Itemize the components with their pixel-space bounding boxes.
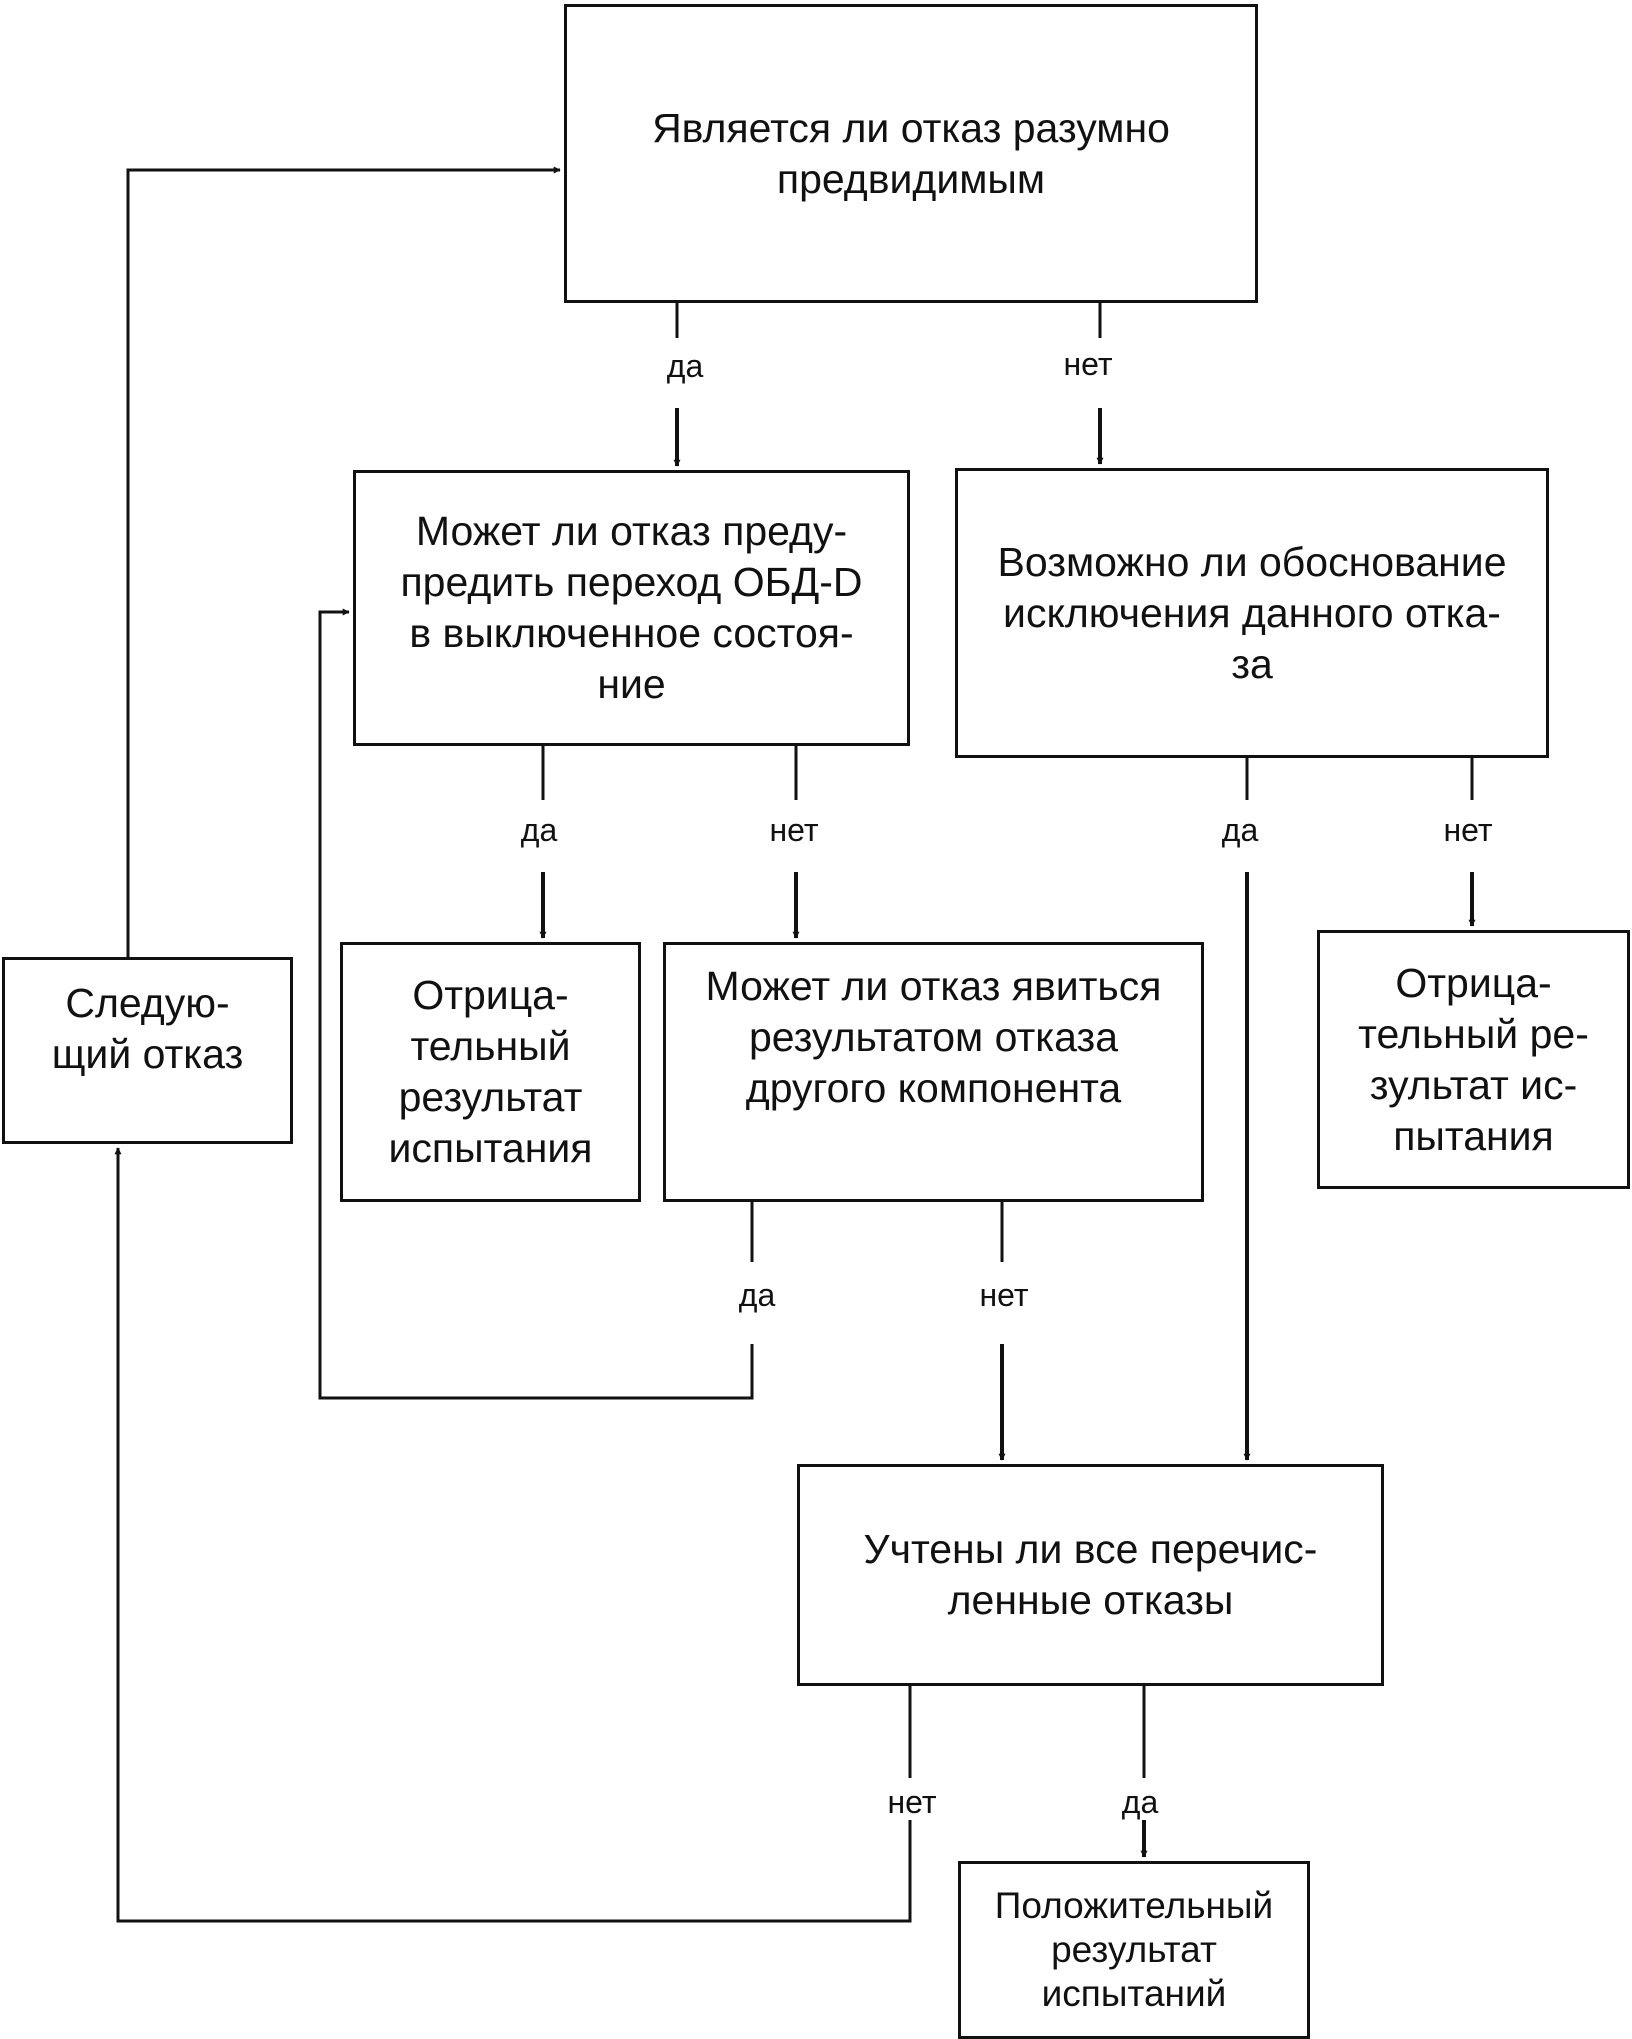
- line: Отрица-: [1395, 959, 1552, 1006]
- line: Является ли отказ разумно: [652, 104, 1170, 151]
- line: Отрица-: [412, 972, 569, 1018]
- box-text: Следую- щий отказ: [52, 978, 244, 1080]
- line: Возможно ли обоснование: [997, 538, 1507, 585]
- box-text: Учтены ли все перечис- ленные отказы: [864, 1524, 1318, 1626]
- label-q4-no: нет: [944, 1277, 1064, 1313]
- line: Учтены ли все перечис-: [863, 1526, 1318, 1572]
- line: предвидимым: [776, 155, 1046, 202]
- box-text: Положительный результат испытаний: [995, 1884, 1273, 2016]
- label-q1-no: нет: [1028, 346, 1148, 382]
- line: тельный: [410, 1023, 571, 1069]
- box-text: Отрица- тельный ре- зультат ис- пытания: [1358, 958, 1589, 1162]
- label-q2-no: нет: [734, 812, 854, 848]
- line: пытания: [1393, 1112, 1554, 1159]
- line: Может ли отказ явиться: [705, 963, 1162, 1009]
- label-q5-no: нет: [852, 1784, 972, 1820]
- line: тельный ре-: [1358, 1010, 1589, 1057]
- label-q3-yes: да: [1180, 812, 1300, 848]
- line: в выключенное состоя-: [409, 610, 854, 656]
- label-q4-yes: да: [697, 1277, 817, 1313]
- box-next-failure: Следую- щий отказ: [2, 957, 293, 1144]
- box-negative-result-2: Отрица- тельный ре- зультат ис- пытания: [1317, 930, 1630, 1189]
- line: исключения данного отка-: [1003, 589, 1501, 636]
- label-q3-no: нет: [1408, 812, 1528, 848]
- line: за: [1231, 640, 1273, 687]
- line: результат: [1051, 1929, 1217, 1970]
- line: испытаний: [1041, 1973, 1227, 2014]
- line: ние: [597, 661, 666, 707]
- line: ленные отказы: [947, 1577, 1234, 1623]
- line: результат: [398, 1074, 583, 1120]
- box-is-failure-foreseeable: Является ли отказ разумно предвидимым: [564, 4, 1258, 303]
- box-text: Может ли отказ преду- предить переход ОБ…: [400, 506, 862, 710]
- line: зультат ис-: [1369, 1061, 1578, 1108]
- line: щий отказ: [51, 1031, 244, 1077]
- box-text: Является ли отказ разумно предвидимым: [652, 103, 1170, 205]
- box-text: Может ли отказ явиться результатом отказ…: [706, 961, 1162, 1114]
- line: Следую-: [65, 980, 230, 1026]
- box-caused-by-other-component: Может ли отказ явиться результатом отказ…: [663, 942, 1204, 1202]
- line: испытания: [388, 1125, 593, 1171]
- label-q2-yes: да: [479, 812, 599, 848]
- box-positive-result: Положительный результат испытаний: [958, 1861, 1310, 2039]
- line: предить переход ОБД-D: [400, 559, 863, 605]
- next-to-q1-loop: [126, 166, 561, 957]
- box-all-failures-counted: Учтены ли все перечис- ленные отказы: [797, 1464, 1384, 1686]
- box-text: Возможно ли обоснование исключения данно…: [998, 537, 1507, 690]
- line: результатом отказа: [748, 1014, 1119, 1060]
- box-negative-result-1: Отрица- тельный результат испытания: [340, 942, 641, 1202]
- box-can-exclusion-be-justified: Возможно ли обоснование исключения данно…: [955, 468, 1549, 758]
- line: Может ли отказ преду-: [415, 508, 848, 554]
- line: Положительный: [994, 1885, 1274, 1926]
- box-can-failure-prevent-off: Может ли отказ преду- предить переход ОБ…: [353, 470, 910, 746]
- q4-yes-loop: [318, 608, 754, 1400]
- box-text: Отрица- тельный результат испытания: [389, 970, 593, 1174]
- q5-no-loop: [114, 1147, 912, 1923]
- line: другого компонента: [745, 1065, 1122, 1111]
- label-q5-yes: да: [1080, 1784, 1200, 1820]
- label-q1-yes: да: [625, 348, 745, 384]
